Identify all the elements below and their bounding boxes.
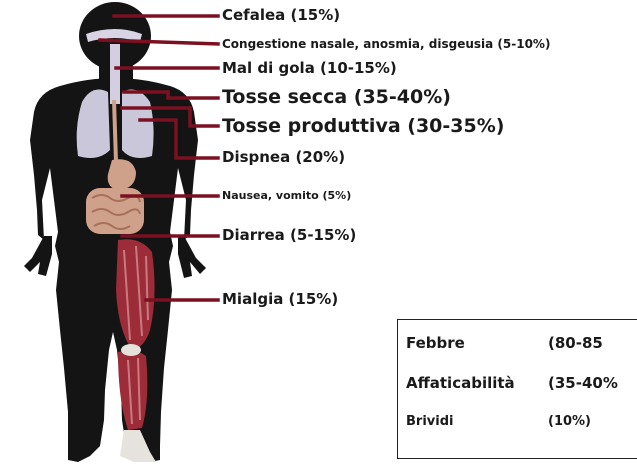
symptom-label-cefalea: Cefalea (15%): [222, 8, 340, 23]
table-cell-name: Affaticabilità: [406, 374, 515, 392]
table-cell-value: (10%): [548, 414, 591, 429]
symptom-label-mialgia: Mialgia (15%): [222, 292, 338, 307]
table-cell-name: Brividi: [406, 414, 453, 429]
symptom-label-tosse-secca: Tosse secca (35-40%): [222, 88, 451, 107]
table-cell-value: (35-40%: [548, 374, 618, 392]
esophagus-shape: [114, 100, 116, 162]
systemic-symptoms-table: Febbre (80-85 Affaticabilità (35-40% Bri…: [397, 319, 637, 459]
table-cell-value: (80-85: [548, 334, 603, 352]
symptom-label-nausea: Nausea, vomito (5%): [222, 190, 351, 201]
symptom-label-congestione: Congestione nasale, anosmia, disgeusia (…: [222, 38, 550, 50]
symptom-label-mal-di-gola: Mal di gola (10-15%): [222, 61, 397, 76]
symptom-label-dispnea: Dispnea (20%): [222, 150, 345, 165]
symptom-label-diarrea: Diarrea (5-15%): [222, 228, 356, 243]
table-cell-name: Febbre: [406, 334, 465, 352]
trachea-shape: [110, 44, 120, 104]
symptom-label-tosse-produttiva: Tosse produttiva (30-35%): [222, 117, 504, 136]
